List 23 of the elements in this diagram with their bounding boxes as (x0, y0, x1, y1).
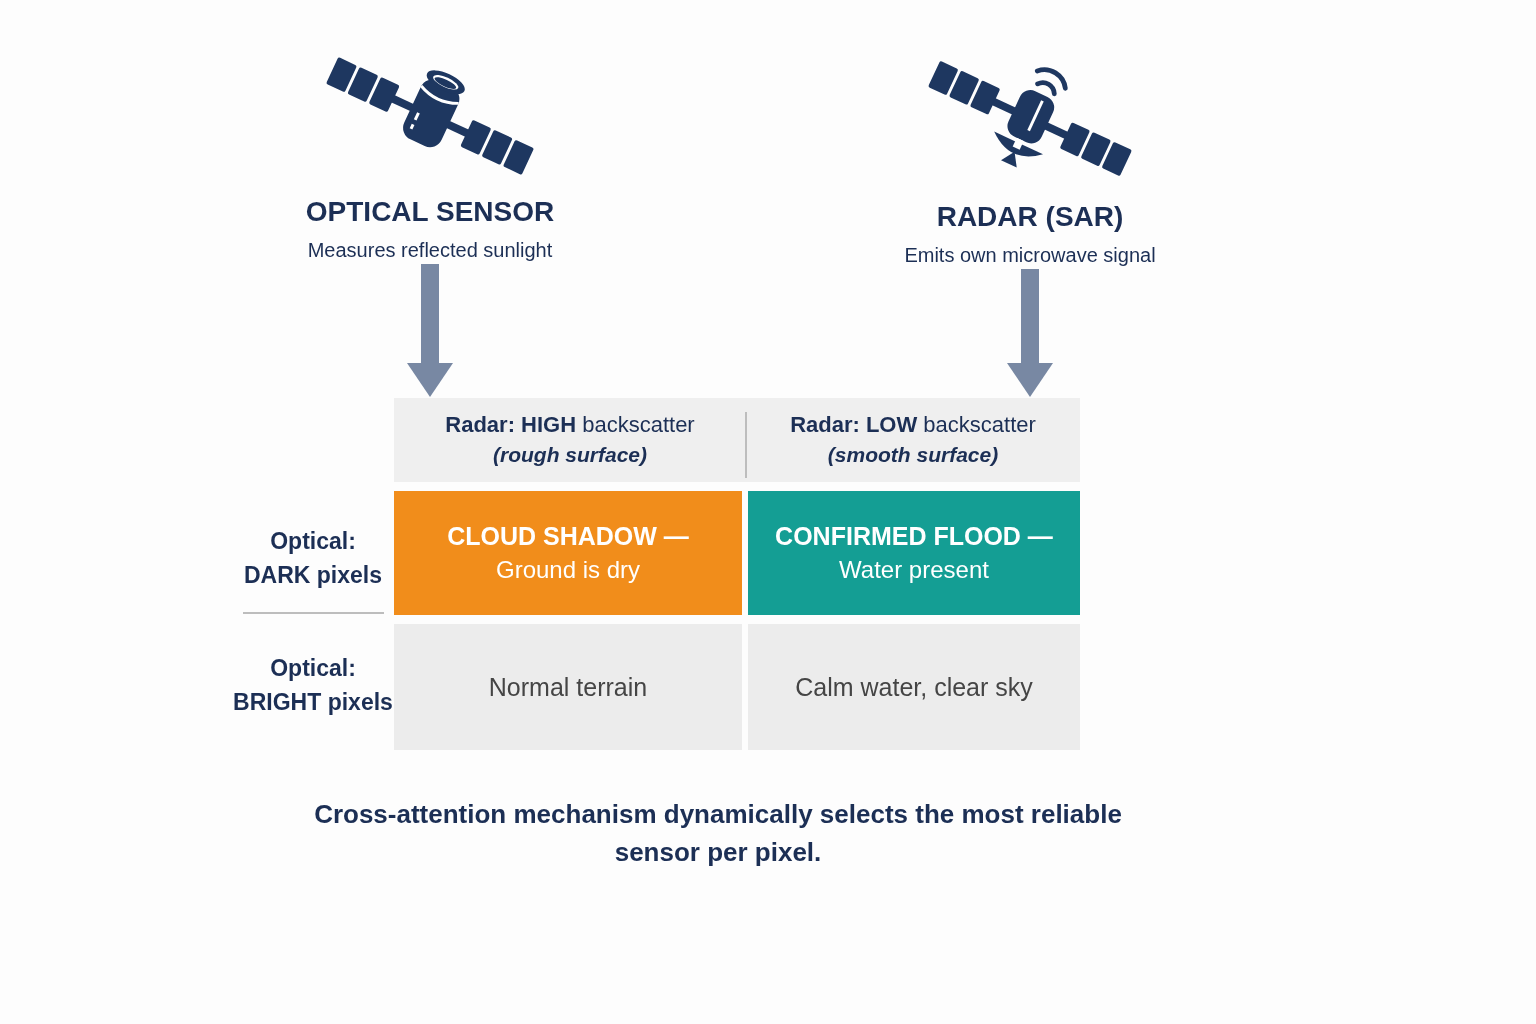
column-header (746, 398, 1080, 482)
class-title: CONFIRMED FLOOD — (775, 521, 1053, 552)
header-title: Radar: LOW backscatter (790, 411, 1036, 439)
header-note: (rough surface) (493, 442, 647, 468)
class-text: Normal terrain (488, 672, 648, 703)
class-description: Water present (839, 555, 989, 585)
arrow (407, 264, 453, 397)
sensor-description: Emits own microwave signal (904, 243, 1156, 268)
row-label: Optical: DARK pixels (242, 527, 383, 590)
class-description: Ground is dry (495, 555, 641, 585)
sensor-title: RADAR (SAR) (936, 200, 1124, 234)
column-header (394, 398, 746, 482)
header-note: (smooth surface) (827, 442, 999, 468)
sensor-title: OPTICAL SENSOR (305, 195, 555, 229)
caption: Cross-attention mechanism dynamically selects the most reliable sensor per pixel. (313, 798, 1123, 869)
header-title: Radar: HIGH backscatter (445, 411, 695, 439)
matrix-cell (748, 491, 1080, 615)
matrix-cell (394, 491, 742, 615)
sensor-description: Measures reflected sunlight (307, 238, 553, 263)
class-text: Calm water, clear sky (795, 672, 1033, 703)
row-label: Optical: BRIGHT pixels (232, 654, 394, 717)
arrow (1007, 269, 1053, 397)
class-title: CLOUD SHADOW — (447, 521, 689, 552)
